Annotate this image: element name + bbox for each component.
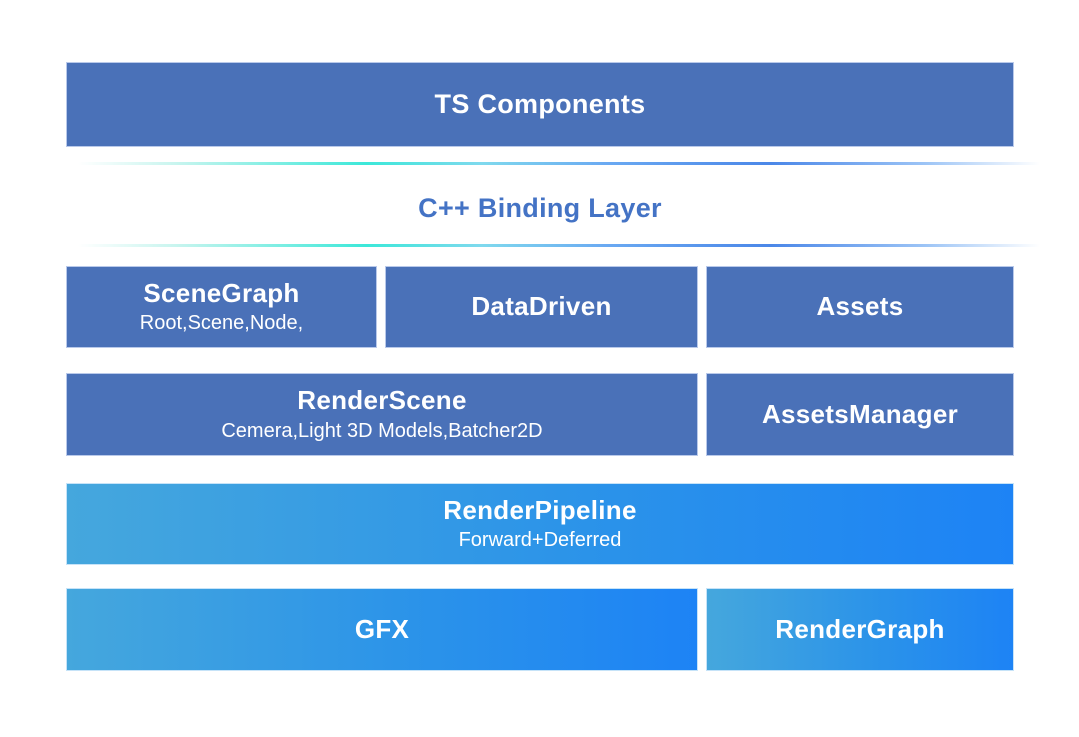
box-assets-title: Assets — [816, 291, 904, 322]
box-rendergraph-title: RenderGraph — [775, 613, 945, 644]
box-renderscene-title: RenderScene — [297, 385, 467, 416]
gradient-divider-bottom — [78, 244, 1040, 247]
box-assets: Assets — [706, 266, 1014, 348]
box-renderpipeline-subtitle: Forward+Deferred — [458, 529, 622, 552]
layer-binding-label: C++ Binding Layer — [418, 192, 662, 223]
box-gfx: GFX — [66, 588, 698, 671]
box-renderscene-subtitle: Cemera,Light 3D Models,Batcher2D — [221, 419, 543, 442]
box-datadriven-title: DataDriven — [471, 291, 612, 322]
box-gfx-title: GFX — [354, 613, 410, 644]
box-renderscene: RenderScene Cemera,Light 3D Models,Batch… — [66, 373, 698, 456]
box-scenegraph: SceneGraph Root,Scene,Node, — [66, 266, 377, 348]
box-assetsmanager: AssetsManager — [706, 373, 1014, 456]
box-rendergraph: RenderGraph — [706, 588, 1014, 671]
box-datadriven: DataDriven — [385, 266, 698, 348]
layer-binding: C++ Binding Layer — [66, 184, 1014, 232]
layer-ts-components: TS Components — [66, 62, 1014, 147]
box-assetsmanager-title: AssetsManager — [761, 398, 959, 429]
box-scenegraph-subtitle: Root,Scene,Node, — [139, 312, 304, 335]
layer-ts-components-label: TS Components — [434, 89, 646, 119]
gradient-divider-top — [78, 162, 1040, 165]
box-scenegraph-title: SceneGraph — [143, 277, 300, 308]
box-renderpipeline: RenderPipeline Forward+Deferred — [66, 483, 1014, 565]
box-renderpipeline-title: RenderPipeline — [443, 494, 637, 525]
